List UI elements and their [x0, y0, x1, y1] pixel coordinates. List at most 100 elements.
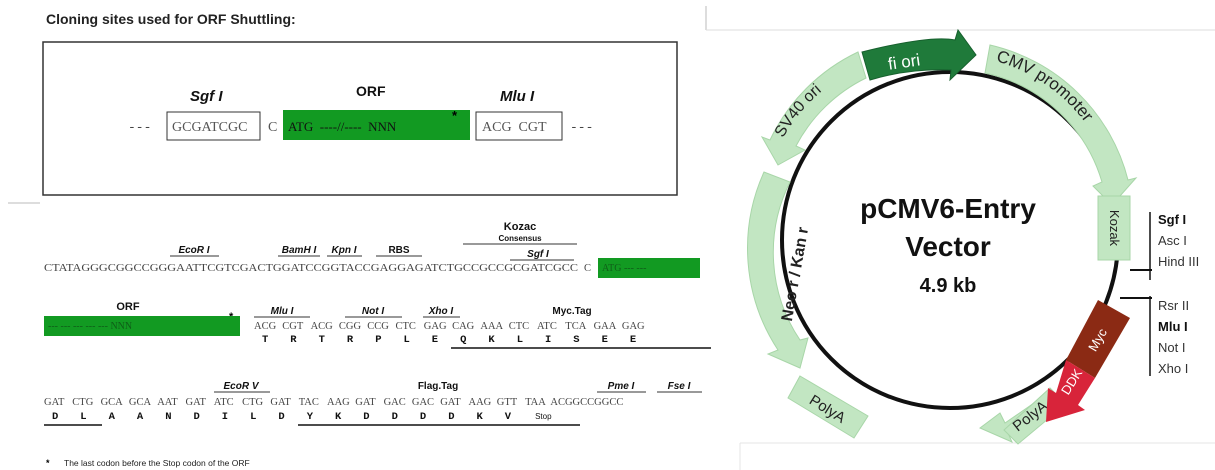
codon: AAG [327, 397, 350, 408]
codon: CTG [72, 397, 93, 408]
myc-box [1066, 300, 1130, 378]
mlu-label: Mlu I [500, 88, 535, 105]
amino-acid: Q [460, 334, 466, 346]
amino-acid: R [347, 334, 354, 346]
vector-size: 4.9 kb [920, 275, 977, 297]
amino-acid: D [278, 411, 284, 423]
codon: TAA [525, 397, 546, 408]
amino-acid: L [250, 411, 256, 423]
amino-acid: D [363, 411, 369, 423]
site-sgf1: Sgf I [1158, 212, 1186, 227]
sgf-site-box [166, 111, 261, 141]
amino-acid: K [335, 411, 342, 423]
codon: CCG [367, 321, 389, 332]
codon: CTG [242, 397, 263, 408]
amino-acid: D [420, 411, 426, 423]
neo-kan-arrow [747, 171, 809, 369]
amino-acid: E [630, 334, 636, 346]
codon: CGT [282, 321, 304, 332]
stop-label: Stop [535, 412, 552, 421]
amino-acid: T [262, 334, 268, 346]
amino-acid: E [432, 334, 438, 346]
kozac-label: Kozac [504, 221, 536, 233]
plasmid-map: CMV promoter fi ori SV40 ori Neo r / Kan… [747, 28, 1199, 445]
codon: GAT [186, 397, 207, 408]
codon: GAT [270, 397, 291, 408]
ddk-arrow [1046, 360, 1095, 422]
vector-name-line2: Vector [905, 231, 991, 262]
codon: GAG [622, 321, 645, 332]
rbs-label: RBS [388, 245, 409, 256]
sgf-label: Sgf I [190, 88, 223, 105]
orf-label-2: ORF [116, 301, 140, 313]
site-mlu1: Mlu I [1158, 319, 1188, 334]
codon: AAT [157, 397, 178, 408]
amino-acid: L [404, 334, 410, 346]
fse1-label: Fse I [668, 381, 691, 392]
sgf-sequence: GCGATCGC [172, 120, 247, 135]
mlu-site-box [475, 111, 563, 141]
fi-ori-arrow [861, 28, 977, 82]
footnote-text: The last codon before the Stop codon of … [64, 458, 250, 468]
amino-acid: L [80, 411, 86, 423]
ecorv-label: EcoR V [223, 381, 259, 392]
amino-acid: Y [307, 411, 314, 423]
amino-acid: K [488, 334, 495, 346]
sgf1-label: Sgf I [527, 249, 549, 260]
site-hind3: Hind III [1158, 254, 1199, 269]
site-rsr2: Rsr II [1158, 298, 1189, 313]
codon: GAT [440, 397, 461, 408]
codon: CAG [452, 321, 475, 332]
orf-start-block [598, 258, 700, 278]
codon: GAT [355, 397, 376, 408]
site-xho1: Xho I [1158, 361, 1188, 376]
codon: GAA [594, 321, 617, 332]
amino-acid: N [165, 411, 171, 423]
dashes-right: --- [570, 120, 593, 135]
page-title: Cloning sites used for ORF Shuttling: [46, 11, 296, 27]
orf-shuttling-box: --- Sgf I GCGATCGC C ORF ATG ----//---- … [42, 41, 678, 196]
ecor1-label: EcoR I [178, 245, 209, 256]
codon: CGG [339, 321, 362, 332]
flag-tag-label: Flag.Tag [418, 381, 458, 392]
amino-acid: D [448, 411, 454, 423]
box-border [42, 41, 678, 196]
orf-end-block [44, 316, 240, 336]
dna-sequence-1: CTATAGGGCGGCCGGGAATTCGTCGACTGGATCCGGTACC… [44, 263, 578, 274]
footnote-star: * [46, 458, 50, 468]
amino-acid: A [137, 411, 144, 423]
amino-acid: I [545, 334, 551, 346]
amino-acid: P [375, 334, 381, 346]
kpn1-label: Kpn I [332, 245, 357, 256]
myc-tag-label: Myc.Tag [552, 306, 591, 317]
orf-sequence: ATG ----//---- NNN [288, 119, 397, 134]
amino-acid: R [290, 334, 297, 346]
codon-tail: ACGGCCGGCC [550, 397, 623, 408]
codon: GAC [412, 397, 434, 408]
amino-acid: T [319, 334, 325, 346]
polya-left-box [787, 375, 869, 439]
amino-acid: E [602, 334, 608, 346]
orf-block [283, 110, 470, 140]
codon: GTT [497, 397, 518, 408]
orf-star: * [452, 108, 458, 123]
amino-acid: V [505, 411, 512, 423]
codon: GCA [129, 397, 152, 408]
spacer-base: C [584, 263, 591, 274]
codon: GAT [44, 397, 65, 408]
codon: ATC [214, 397, 234, 408]
amino-acid: A [109, 411, 116, 423]
codon: ACG [311, 321, 334, 332]
amino-acid: K [477, 411, 484, 423]
orf-end-text: --- --- --- --- --- NNN [48, 321, 132, 332]
bamh1-label: BamH I [282, 245, 317, 256]
mlu1-label: Mlu I [271, 306, 294, 317]
consensus-label: Consensus [498, 234, 542, 243]
codon: AAA [480, 321, 503, 332]
amino-acid: D [194, 411, 200, 423]
codon: AAG [469, 397, 492, 408]
spacer-base: C [268, 120, 277, 135]
